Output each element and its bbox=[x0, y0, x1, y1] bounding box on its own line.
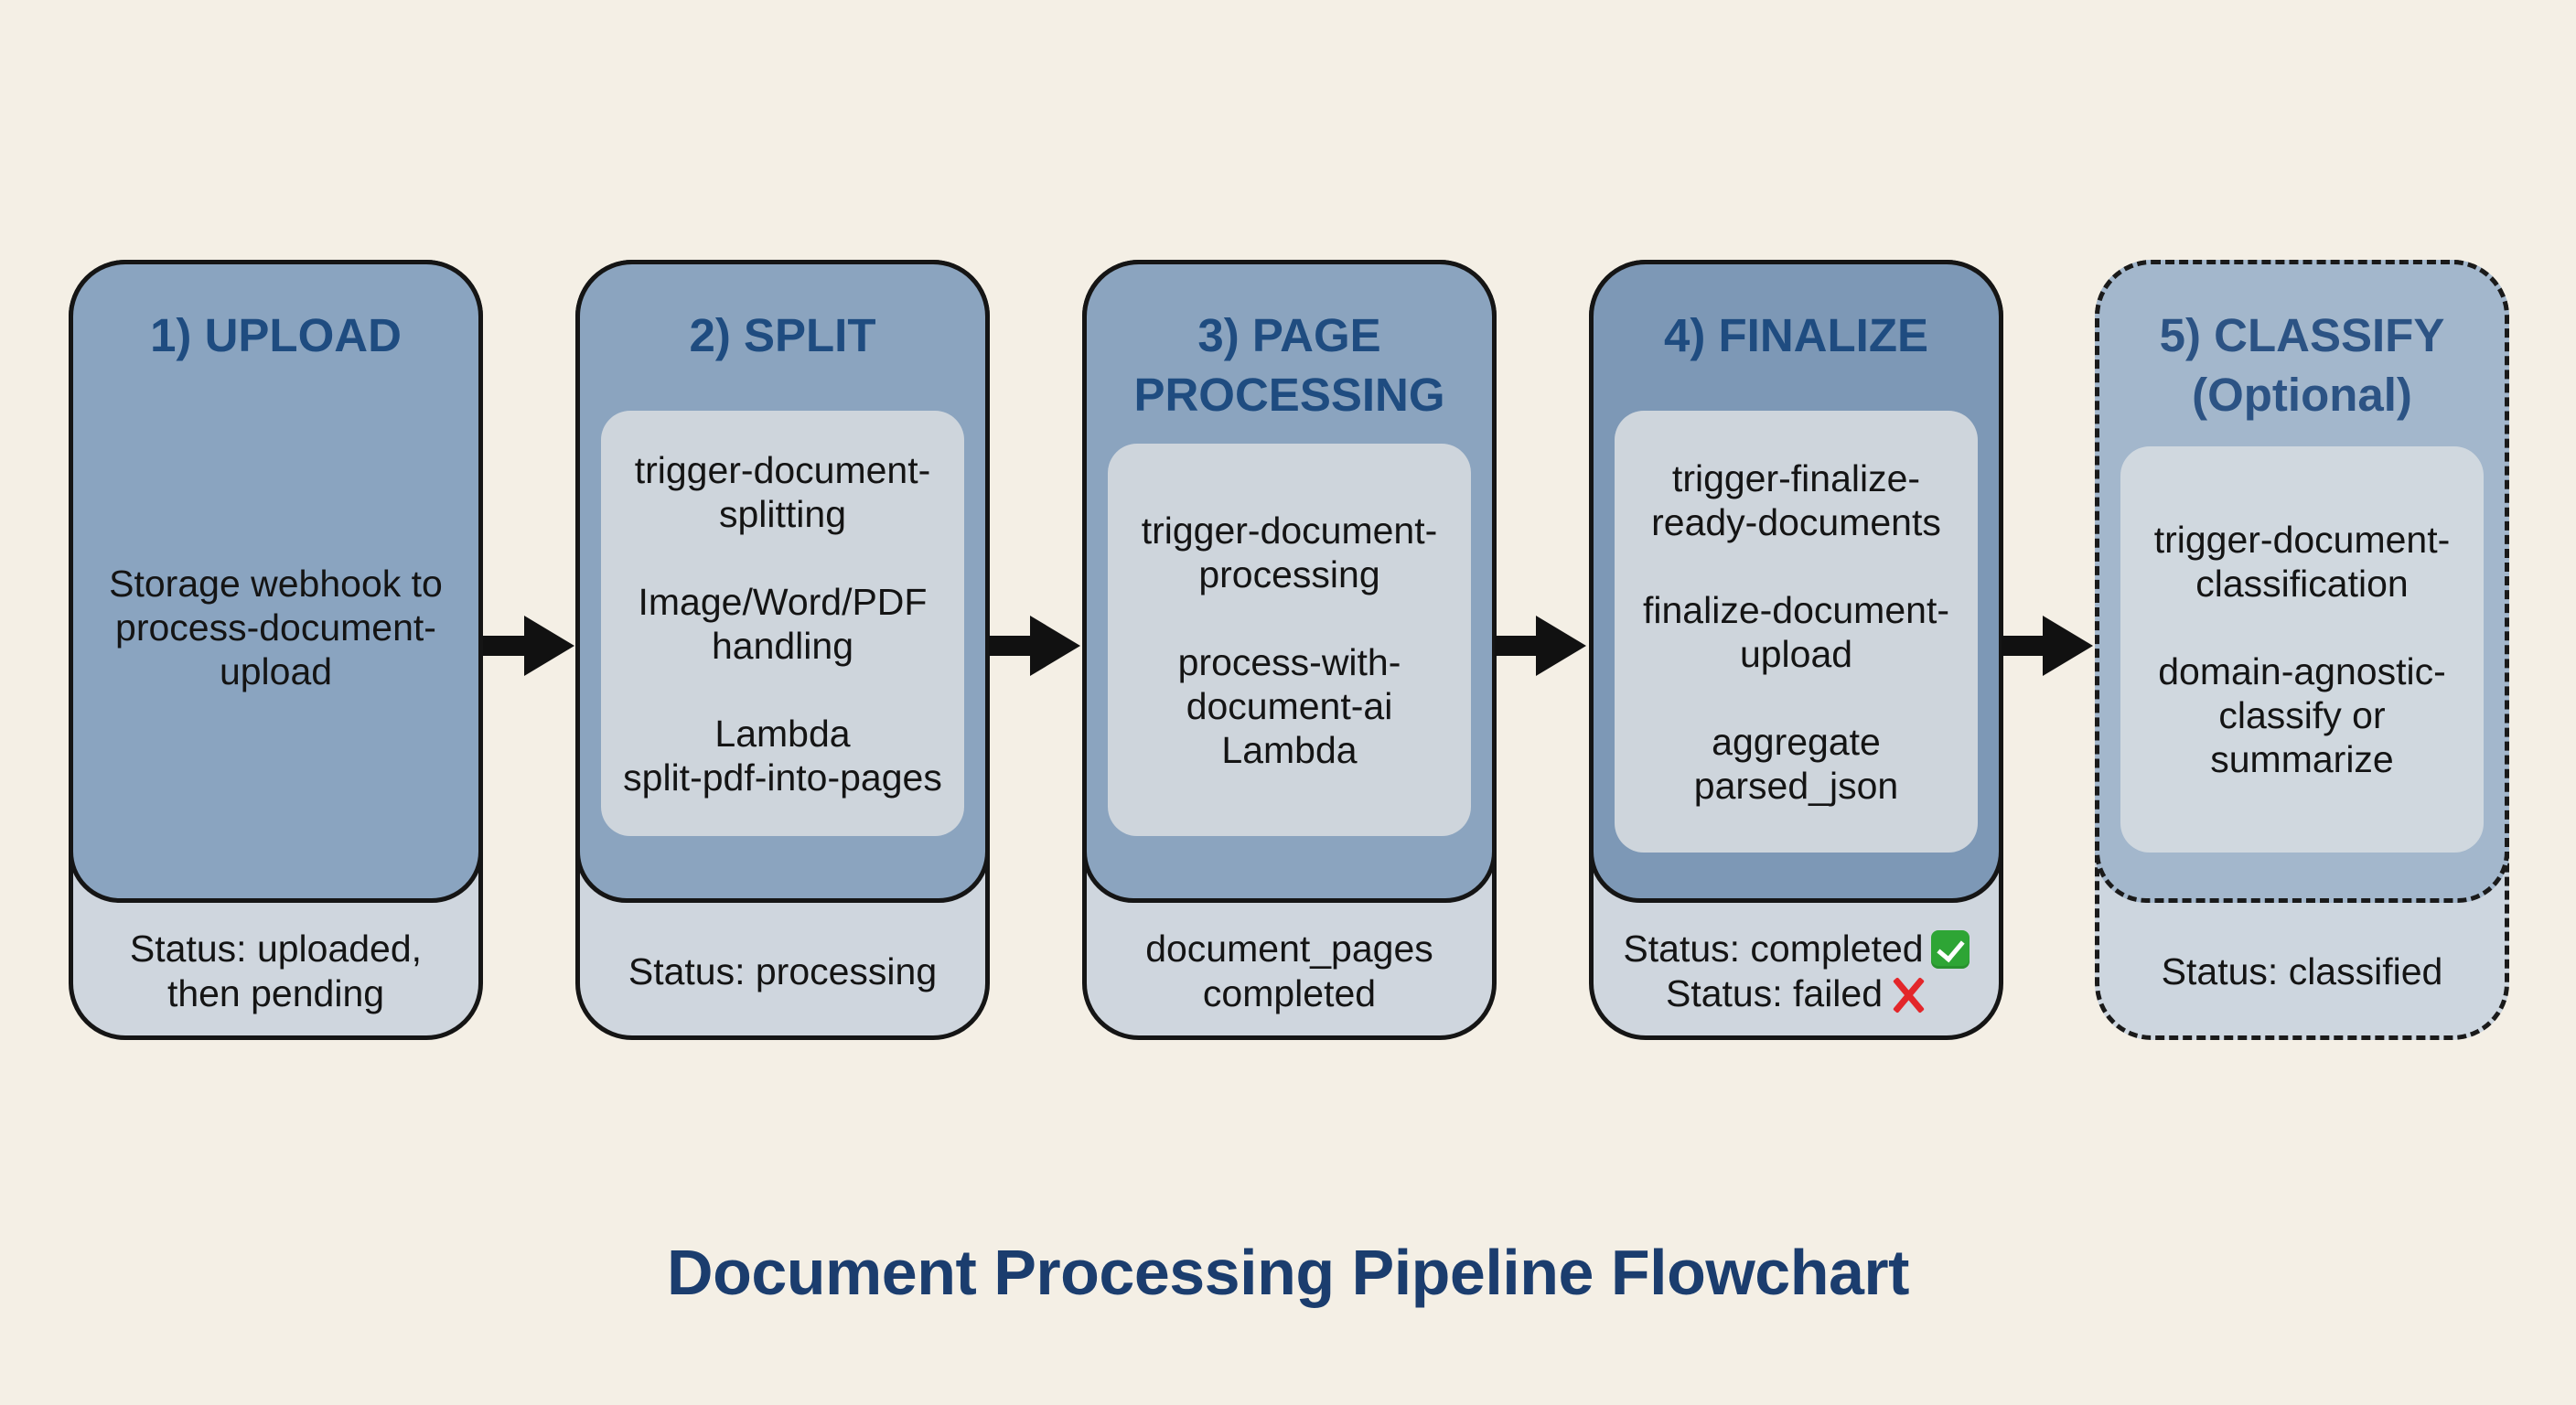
arrow-head bbox=[2043, 616, 2093, 676]
detail-item: trigger-document- classification bbox=[2154, 518, 2451, 606]
stage-status: Status: classified bbox=[2095, 903, 2509, 1040]
stage-detail-card: trigger-document- processing process-wit… bbox=[1108, 444, 1471, 836]
connector-4-5 bbox=[2002, 616, 2093, 676]
stage-upload: 1) UPLOAD Storage webhook to process-doc… bbox=[69, 260, 483, 1040]
stage-title: 5) CLASSIFY (Optional) bbox=[2095, 306, 2509, 424]
detail-line: upload bbox=[1739, 632, 1853, 675]
stage-title-line: PROCESSING bbox=[1133, 369, 1445, 421]
status-line-completed: Status: completed bbox=[1623, 927, 1970, 971]
detail-line: finalize-document- bbox=[1643, 588, 1949, 631]
stage-finalize: 4) FINALIZE trigger-finalize- ready-docu… bbox=[1589, 260, 2003, 1040]
arrow-head bbox=[1536, 616, 1586, 676]
detail-item: trigger-document- splitting bbox=[635, 448, 931, 536]
status-line: Status: uploaded, bbox=[129, 928, 423, 970]
detail-item: domain-agnostic- classify or summarize bbox=[2158, 649, 2446, 781]
diagram-title: Document Processing Pipeline Flowchart bbox=[667, 1237, 1909, 1308]
arrow-right-icon bbox=[989, 636, 1035, 656]
stage-detail-card: trigger-finalize- ready-documents finali… bbox=[1615, 411, 1978, 853]
stage-detail-card: trigger-document- splitting Image/Word/P… bbox=[601, 411, 964, 836]
stage-title-line: 4) FINALIZE bbox=[1664, 309, 1928, 361]
arrow-right-icon bbox=[483, 636, 529, 656]
stage-title-line: 5) CLASSIFY bbox=[2159, 309, 2445, 361]
stage-description: Storage webhook to process-document- upl… bbox=[69, 562, 483, 693]
status-line: document_pages bbox=[1145, 928, 1433, 970]
detail-item: trigger-document- processing bbox=[1142, 509, 1438, 596]
arrow-right-icon bbox=[1495, 636, 1540, 656]
status-line: Status: classified bbox=[2161, 949, 2443, 992]
detail-line: splitting bbox=[718, 492, 846, 535]
detail-item: trigger-finalize- ready-documents bbox=[1651, 456, 1941, 544]
detail-line: aggregate bbox=[1712, 720, 1881, 763]
detail-line: classify or bbox=[2218, 694, 2386, 736]
stage-title: 4) FINALIZE bbox=[1589, 306, 2003, 365]
detail-line: parsed_json bbox=[1693, 764, 1899, 807]
detail-line: split-pdf-into-pages bbox=[623, 756, 942, 799]
status-line-failed: Status: failed bbox=[1666, 971, 1927, 1016]
detail-line: ready-documents bbox=[1651, 500, 1941, 543]
status-line: then pending bbox=[166, 972, 385, 1014]
stage-title: 3) PAGE PROCESSING bbox=[1082, 306, 1497, 424]
stage-title: 1) UPLOAD bbox=[69, 306, 483, 365]
stage-title-line: 3) PAGE bbox=[1197, 309, 1381, 361]
detail-line: handling bbox=[711, 624, 853, 667]
detail-line: document-ai bbox=[1186, 684, 1393, 727]
detail-line: Lambda bbox=[1221, 728, 1358, 771]
arrow-head bbox=[524, 616, 574, 676]
detail-line: process-with- bbox=[1177, 640, 1401, 683]
detail-line: summarize bbox=[2210, 738, 2394, 780]
detail-line: domain-agnostic- bbox=[2158, 650, 2446, 692]
stage-title-line: (Optional) bbox=[2192, 369, 2412, 421]
stage-status: Status: processing bbox=[575, 903, 990, 1040]
connector-2-3 bbox=[989, 616, 1080, 676]
detail-item: Lambda split-pdf-into-pages bbox=[623, 712, 942, 799]
stage-status: document_pages completed bbox=[1082, 903, 1497, 1040]
description-line: process-document- bbox=[115, 606, 436, 649]
detail-item: finalize-document- upload bbox=[1643, 588, 1949, 676]
description-line: upload bbox=[219, 650, 333, 692]
detail-item: Image/Word/PDF handling bbox=[639, 580, 928, 668]
description-line: Storage webhook to bbox=[109, 563, 443, 605]
detail-line: processing bbox=[1198, 552, 1380, 595]
stage-detail-card: trigger-document- classification domain-… bbox=[2120, 446, 2484, 853]
detail-line: trigger-finalize- bbox=[1671, 456, 1921, 499]
stage-title-line: 2) SPLIT bbox=[689, 309, 876, 361]
stage-page-processing: 3) PAGE PROCESSING trigger-document- pro… bbox=[1082, 260, 1497, 1040]
stage-classify-optional: 5) CLASSIFY (Optional) trigger-document-… bbox=[2095, 260, 2509, 1040]
arrow-right-icon bbox=[2002, 636, 2047, 656]
detail-line: trigger-document- bbox=[1141, 509, 1438, 552]
detail-item: process-with- document-ai Lambda bbox=[1178, 640, 1401, 772]
stage-status: Status: completed Status: failed bbox=[1589, 903, 2003, 1040]
stage-panel bbox=[69, 260, 483, 903]
check-icon bbox=[1930, 929, 1970, 969]
stage-status: Status: uploaded, then pending bbox=[69, 903, 483, 1040]
detail-line: trigger-document- bbox=[634, 448, 931, 491]
stage-title-line: 1) UPLOAD bbox=[150, 309, 402, 361]
detail-line: classification bbox=[2195, 563, 2409, 605]
connector-1-2 bbox=[483, 616, 574, 676]
detail-line: Image/Word/PDF bbox=[638, 580, 928, 623]
status-failed-text: Status: failed bbox=[1665, 972, 1884, 1014]
connector-3-4 bbox=[1495, 616, 1586, 676]
detail-line: Lambda bbox=[714, 712, 851, 755]
detail-item: aggregate parsed_json bbox=[1694, 720, 1898, 808]
status-line: completed bbox=[1202, 972, 1377, 1014]
status-line: Status: processing bbox=[628, 949, 938, 992]
stage-title: 2) SPLIT bbox=[575, 306, 990, 365]
arrow-head bbox=[1030, 616, 1080, 676]
detail-line: trigger-document- bbox=[2153, 519, 2451, 561]
stage-split: 2) SPLIT trigger-document- splitting Ima… bbox=[575, 260, 990, 1040]
status-completed-text: Status: completed bbox=[1623, 928, 1924, 970]
x-icon bbox=[1890, 976, 1927, 1013]
